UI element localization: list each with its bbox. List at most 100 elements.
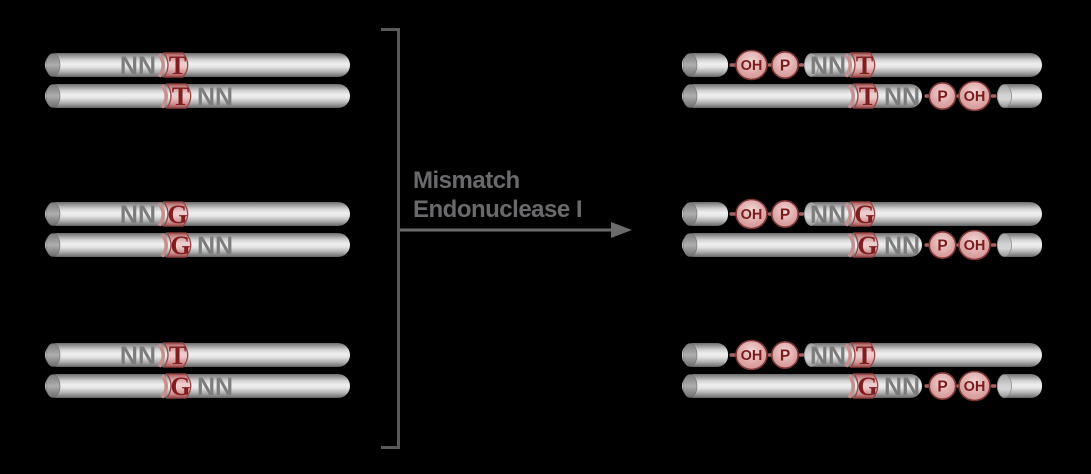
reaction-arrow-head — [611, 222, 632, 238]
hydroxyl-label: OH — [741, 207, 763, 223]
phosphate-group-circle — [770, 200, 799, 229]
mismatch-base-label: T — [169, 341, 186, 370]
band-fold-edge — [844, 343, 852, 368]
band-fold-edge — [847, 84, 855, 109]
phosphate-group-circle — [770, 50, 799, 79]
bond-link — [991, 94, 997, 98]
product-3-top-strand: OH P NN T — [682, 339, 1042, 371]
duplex-2-top-strand: NN G — [45, 200, 350, 229]
dna-rod — [45, 202, 350, 226]
bond-link — [729, 63, 737, 67]
phosphate-label: P — [780, 58, 790, 75]
phosphate-group-circle — [928, 371, 957, 400]
bracket-top-tick — [381, 28, 400, 31]
hydroxyl-group-circle — [735, 49, 768, 81]
band-fold-edge — [157, 53, 165, 78]
mismatch-band — [162, 342, 189, 368]
phosphate-label: P — [780, 348, 790, 365]
enzyme-label-line2: Endonuclease I — [413, 196, 582, 223]
product-1-bottom-strand: T NN P OH — [682, 80, 1042, 112]
mismatch-base-label: G — [854, 200, 874, 229]
bracket-bottom-tick — [381, 446, 400, 449]
rod-end-cap — [45, 202, 61, 226]
right-product-2: OH P NN G G NN P OH — [682, 198, 1042, 261]
mismatch-base-label: G — [857, 372, 877, 401]
rod-end-cap — [45, 374, 61, 398]
rod-end-cap — [682, 202, 698, 226]
hydroxyl-label: OH — [964, 89, 986, 105]
right-product-3: OH P NN T G NN P OH — [682, 339, 1042, 402]
duplex-2-bottom-strand: G NN — [45, 231, 350, 260]
mismatch-base-label: T — [856, 341, 873, 370]
duplex-3-top-strand: NN T — [45, 341, 350, 370]
left-duplex-3: NN T G NN — [45, 341, 350, 401]
cut-end-face — [997, 233, 1012, 257]
cut-end-face — [804, 202, 819, 226]
bond-link — [799, 353, 804, 357]
mismatch-base-label: G — [170, 231, 190, 260]
phosphate-label: P — [780, 207, 790, 224]
rod-end-cap — [45, 233, 61, 257]
bracket-vertical-line — [397, 28, 400, 449]
band-fold-edge — [157, 343, 165, 368]
hydroxyl-group-circle — [958, 80, 991, 112]
rod-end-cap — [682, 374, 698, 398]
rod-end-cap — [682, 233, 698, 257]
bond-link — [799, 212, 804, 216]
reaction-arrow-group: Mismatch Endonuclease I — [400, 167, 632, 238]
band-fold-edge — [160, 233, 168, 258]
rod-end-cap — [45, 53, 61, 77]
mismatch-band — [162, 201, 189, 227]
mismatch-base-label: T — [172, 82, 189, 111]
rod-end-cap — [45, 84, 61, 108]
cut-end-face — [804, 343, 819, 367]
grouping-bracket — [381, 28, 400, 449]
hydroxyl-label: OH — [964, 238, 986, 254]
band-fold-edge — [160, 374, 168, 399]
phosphate-group-circle — [928, 82, 957, 111]
flank-label: NN — [810, 201, 846, 229]
flank-label: NN — [884, 232, 920, 260]
band-fold-edge — [157, 202, 165, 227]
product-2-top-strand: OH P NN G — [682, 198, 1042, 230]
duplex-1-top-strand: NN T — [45, 51, 350, 80]
flank-label: NN — [810, 342, 846, 370]
mismatch-band — [165, 232, 192, 258]
duplex-3-bottom-strand: G NN — [45, 372, 350, 401]
left-duplex-1: NN T T NN — [45, 51, 350, 111]
mismatch-band — [852, 232, 879, 258]
product-3-bottom-strand: G NN P OH — [682, 370, 1042, 402]
dna-rod — [45, 343, 350, 367]
mismatch-band — [165, 83, 192, 109]
mismatch-base-label: T — [856, 51, 873, 80]
flank-label: NN — [884, 373, 920, 401]
mismatch-base-label: T — [169, 51, 186, 80]
product-2-bottom-strand: G NN P OH — [682, 229, 1042, 261]
flank-label: NN — [197, 83, 233, 111]
flank-label: NN — [197, 232, 233, 260]
flank-label: NN — [884, 83, 920, 111]
phosphate-label: P — [937, 379, 947, 396]
mismatch-band — [849, 52, 876, 78]
flank-label: NN — [197, 373, 233, 401]
mismatch-base-label: G — [857, 231, 877, 260]
dna-rod — [45, 233, 350, 257]
bond-link — [729, 212, 737, 216]
phosphate-label: P — [937, 238, 947, 255]
mismatch-band — [849, 342, 876, 368]
band-fold-edge — [847, 233, 855, 258]
flank-label: NN — [120, 52, 156, 80]
cut-end-face — [997, 374, 1012, 398]
mismatch-base-label: T — [859, 82, 876, 111]
bond-link — [991, 384, 997, 388]
enzyme-label-line1: Mismatch — [413, 167, 520, 194]
product-1-top-strand: OH P NN T — [682, 49, 1042, 81]
bond-link — [729, 353, 737, 357]
bond-link — [799, 63, 804, 67]
flank-label: NN — [120, 201, 156, 229]
duplex-1-bottom-strand: T NN — [45, 82, 350, 111]
dna-rod — [45, 84, 350, 108]
flank-label: NN — [810, 52, 846, 80]
